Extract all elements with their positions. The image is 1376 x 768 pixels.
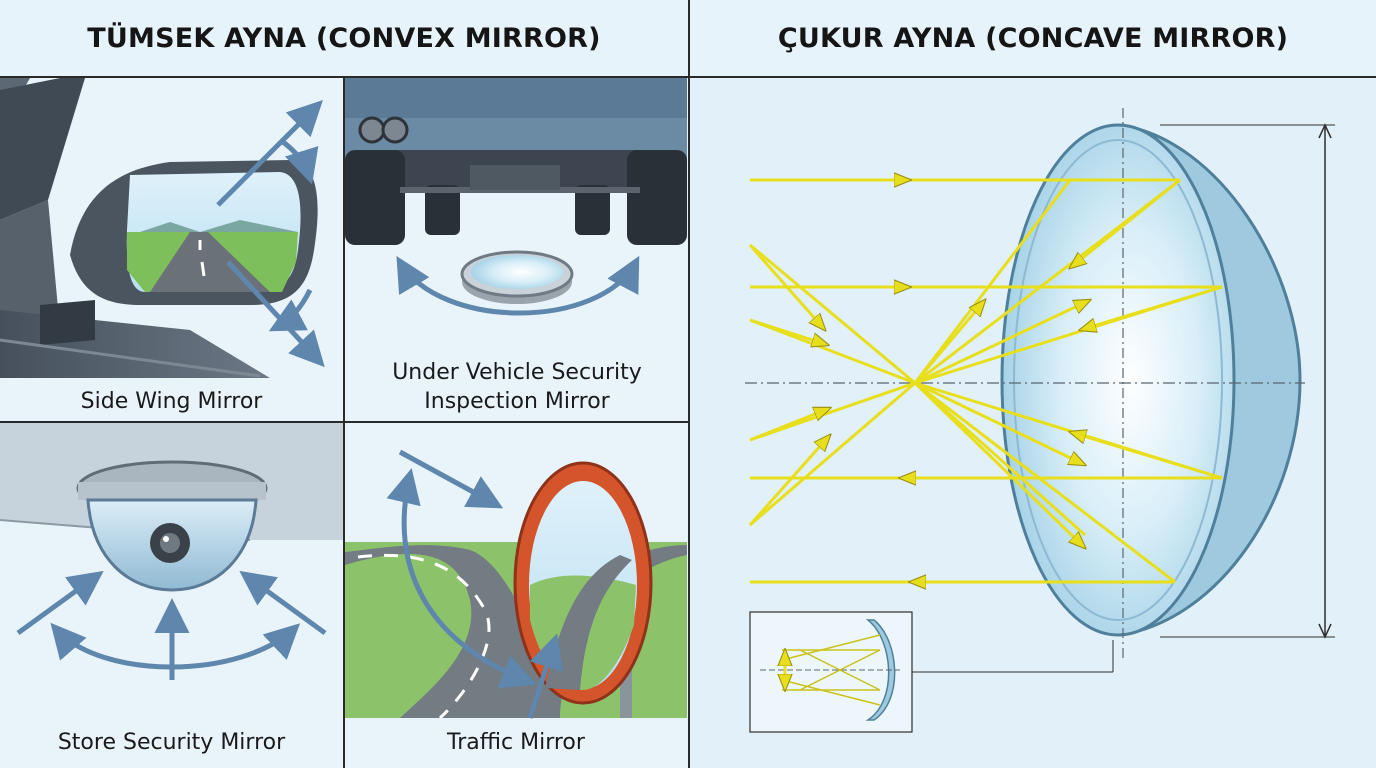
inset-diagram: [749, 611, 913, 733]
concave-mirror: [1000, 123, 1302, 637]
light-rays: [748, 180, 1223, 582]
dome-mirror: [76, 460, 268, 592]
tile-store-security-mirror: [0, 423, 343, 768]
caption-store-security-mirror: Store Security Mirror: [57, 730, 286, 755]
convex-mirror-title: TÜMSEK AYNA (CONVEX MIRROR): [87, 22, 601, 54]
caption-side-wing-mirror: Side Wing Mirror: [80, 389, 263, 414]
field-of-view-arrows: [216, 100, 325, 368]
concave-mirror-title: ÇUKUR AYNA (CONCAVE MIRROR): [777, 22, 1289, 54]
car-door-illustration: [0, 78, 270, 378]
coverage-arrow: [396, 255, 640, 316]
tile-under-vehicle-mirror: [345, 78, 687, 421]
caption-under-vehicle-mirror: Under Vehicle Security Inspection Mirror: [392, 360, 642, 414]
tile-traffic-mirror: [345, 423, 687, 768]
car-underside-illustration: [345, 78, 687, 245]
caption-traffic-mirror: Traffic Mirror: [447, 730, 585, 755]
traffic-arrows: [386, 449, 564, 719]
reference-lines: [745, 108, 1335, 673]
tile-side-wing-mirror: [0, 78, 343, 421]
concave-mirror-diagram: [690, 78, 1376, 768]
inspection-mirror: [460, 250, 574, 304]
surveillance-arrows: [16, 570, 327, 680]
